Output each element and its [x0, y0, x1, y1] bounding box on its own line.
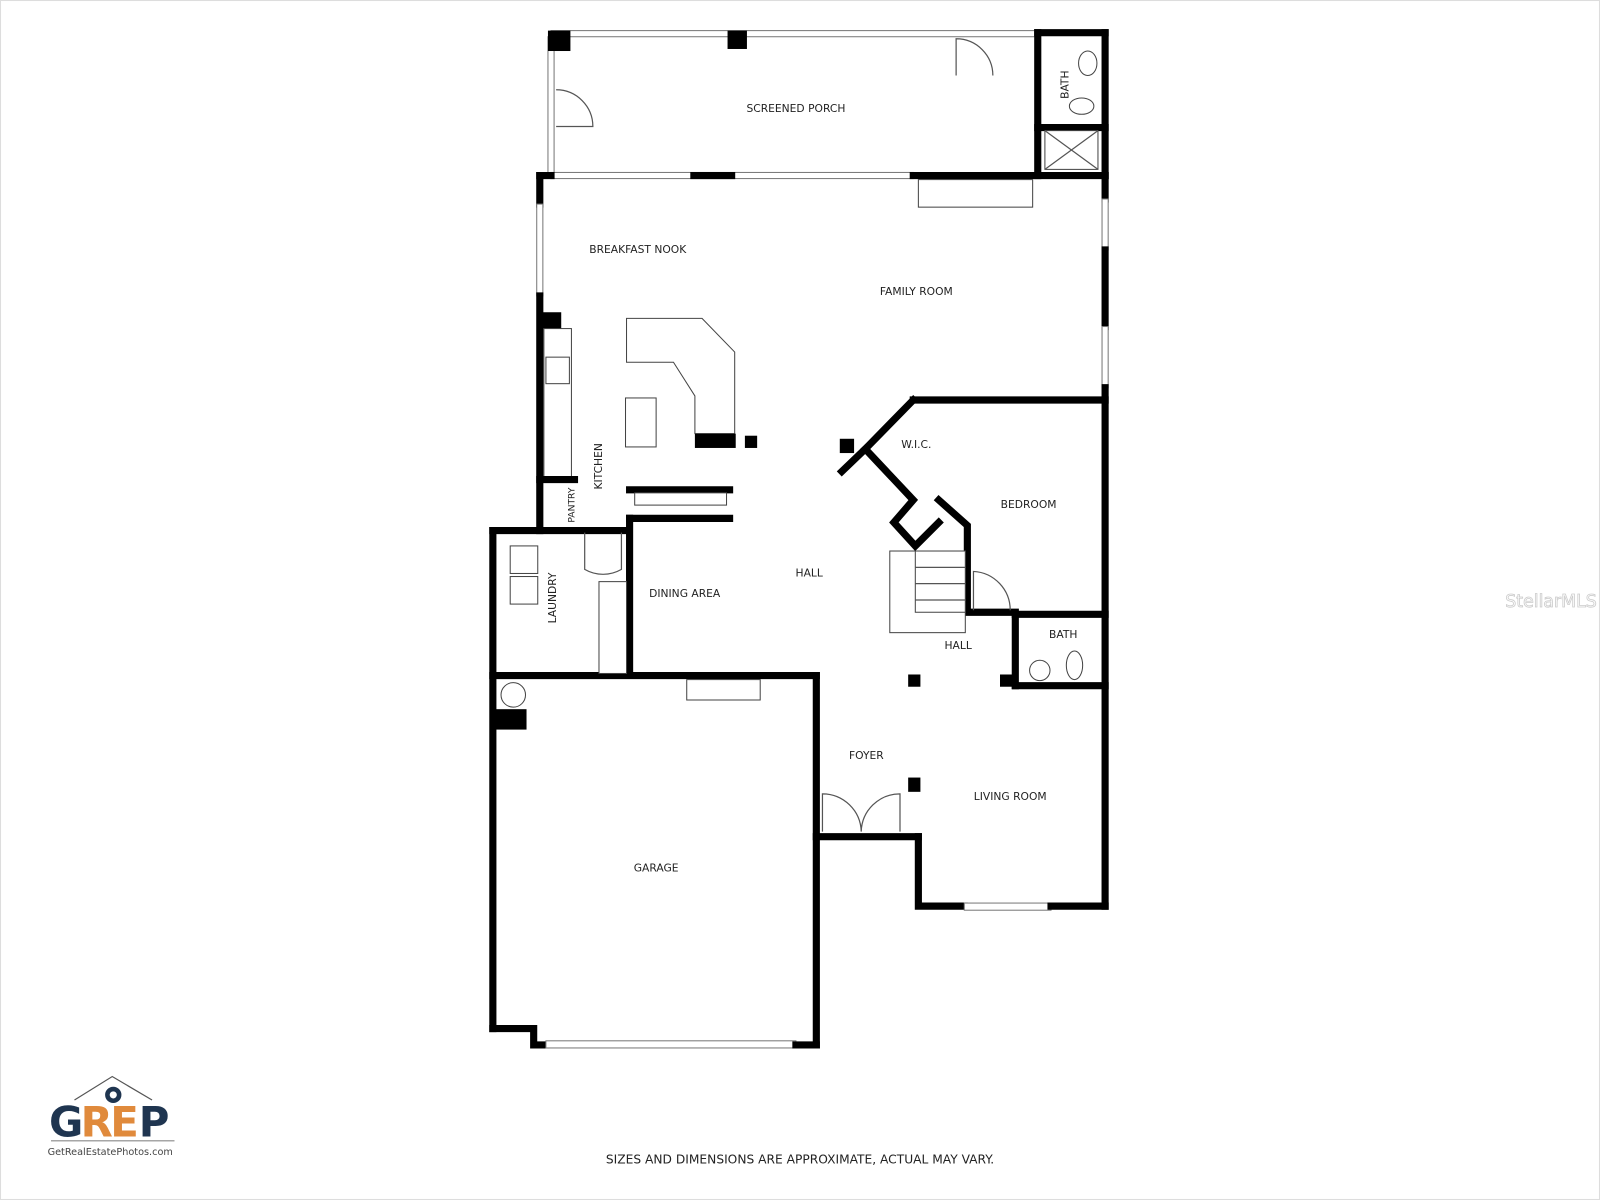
- logo-letter-g: G: [49, 1098, 83, 1147]
- label-living-room: LIVING ROOM: [974, 790, 1047, 803]
- logo-tagline: GetRealEstatePhotos.com: [48, 1147, 173, 1158]
- label-bath-lower: BATH: [1049, 628, 1077, 641]
- logo-letter-r: R: [81, 1098, 113, 1147]
- label-bath-upper: BATH: [1058, 70, 1071, 98]
- label-dining-area: DINING AREA: [649, 587, 721, 600]
- grep-logo: G R E P GetRealEstatePhotos.com: [48, 1075, 175, 1158]
- disclaimer: SIZES AND DIMENSIONS ARE APPROXIMATE, AC…: [606, 1152, 994, 1166]
- logo-letter-p: P: [139, 1098, 170, 1147]
- label-family-room: FAMILY ROOM: [880, 285, 953, 298]
- label-laundry: LAUNDRY: [546, 572, 559, 623]
- label-foyer: FOYER: [849, 749, 884, 762]
- label-screened-porch: SCREENED PORCH: [746, 102, 845, 115]
- label-breakfast-nook: BREAKFAST NOOK: [589, 243, 687, 256]
- label-bedroom: BEDROOM: [1001, 498, 1057, 511]
- label-hall-lower: HALL: [945, 639, 972, 652]
- label-hall-main: HALL: [796, 567, 823, 580]
- room-labels: SCREENED PORCH BATH BREAKFAST NOOK FAMIL…: [546, 70, 1597, 1166]
- label-pantry: PANTRY: [566, 487, 577, 522]
- porch-walls: [547, 29, 1109, 180]
- label-wic: W.I.C.: [901, 438, 931, 451]
- label-kitchen: KITCHEN: [592, 443, 605, 489]
- logo-letter-e: E: [110, 1098, 139, 1147]
- label-garage: GARAGE: [634, 861, 679, 874]
- main-walls: [489, 171, 1109, 1049]
- watermark: StellarMLS: [1505, 592, 1596, 612]
